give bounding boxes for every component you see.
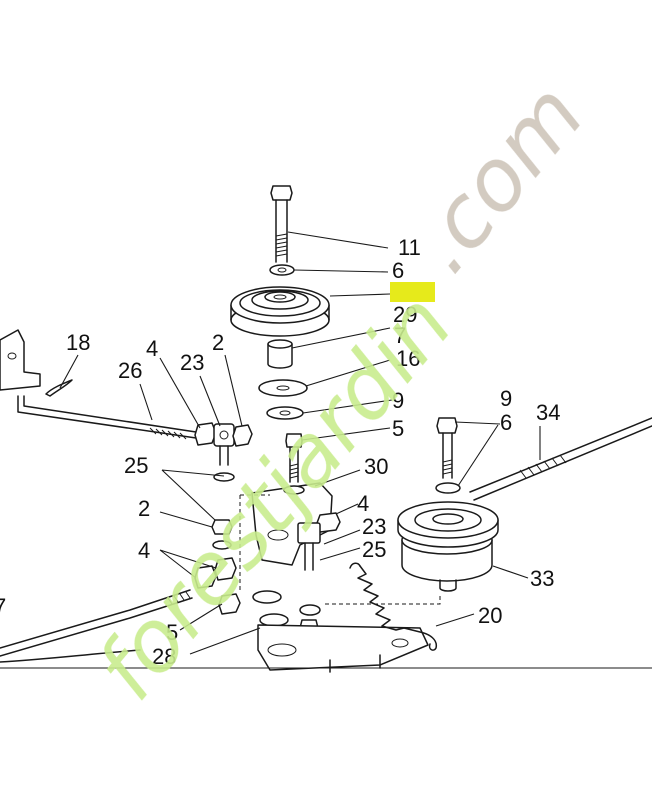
bolt-11	[270, 185, 293, 263]
callout-2-mid: 2	[138, 496, 150, 521]
nuts-4-pair	[194, 557, 237, 589]
callout-29: 29	[393, 302, 417, 327]
callout-9-right: 9	[500, 386, 512, 411]
callout-20: 20	[478, 603, 502, 628]
idler-pulley-33	[397, 501, 499, 592]
bracket-30	[239, 482, 333, 590]
bracket-plate-28	[257, 624, 429, 673]
pulley-29	[230, 286, 330, 337]
rod-26	[17, 395, 197, 440]
callout-7-edge: 7	[0, 594, 6, 619]
spring-20	[349, 562, 438, 651]
callout-33: 33	[530, 566, 554, 591]
callout-26: 26	[118, 358, 142, 383]
callout-34: 34	[536, 400, 560, 425]
washer-6-right	[435, 482, 461, 494]
nut-2-left	[232, 424, 253, 447]
bolt-5	[285, 433, 303, 483]
assembly-dashes	[322, 596, 441, 605]
small-nut-lower	[218, 593, 241, 615]
callout-4-pair: 4	[138, 538, 150, 563]
watermark-logo: forestjardin .com	[77, 66, 603, 719]
callout-5: 5	[392, 416, 404, 441]
left-bracket	[0, 329, 41, 391]
washer-6	[269, 264, 295, 276]
spacer-7	[267, 339, 293, 369]
callout-7: 7	[394, 323, 406, 348]
highlight-marker	[390, 282, 435, 302]
watermark-suffix: .com	[391, 66, 603, 292]
callout-23-left: 23	[180, 350, 204, 375]
lower-rod	[0, 589, 193, 663]
washer-9	[266, 406, 304, 420]
bolt-23-bracket	[297, 512, 341, 571]
callout-6: 6	[392, 258, 404, 283]
callout-4-bracket: 4	[357, 491, 369, 516]
callout-25-left: 25	[124, 453, 148, 478]
callout-28: 28	[152, 644, 176, 669]
rod-34	[469, 417, 652, 501]
callout-9: 9	[392, 388, 404, 413]
callout-30: 30	[364, 454, 388, 479]
spring-clip-18	[45, 379, 73, 397]
washer-16	[258, 379, 308, 397]
callout-6-right: 6	[500, 410, 512, 435]
callout-16: 16	[396, 346, 420, 371]
callout-2-left: 2	[212, 330, 224, 355]
callout-11: 11	[398, 235, 421, 260]
callout-25-bracket: 25	[362, 537, 386, 562]
callout-23-bracket: 23	[362, 514, 386, 539]
callout-5-lower: 5	[166, 620, 178, 645]
nut-4-left	[194, 422, 217, 446]
callout-4-left: 4	[146, 336, 158, 361]
bolt-9-right	[436, 417, 458, 479]
leader-lines	[59, 231, 541, 655]
swivel-23	[213, 423, 235, 466]
callout-18: 18	[66, 330, 90, 355]
